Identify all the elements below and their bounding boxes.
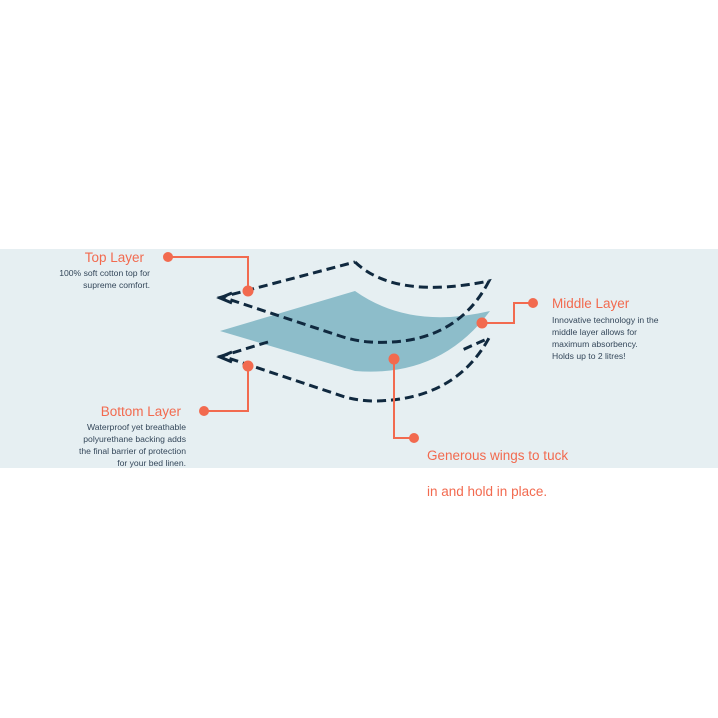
bottom-layer-desc-line: polyurethane backing adds — [83, 434, 186, 444]
middle-layer-label-dot — [528, 298, 538, 308]
wings-connector — [393, 359, 414, 439]
middle-layer-description: Innovative technology in the middle laye… — [552, 314, 659, 362]
middle-layer-desc-line: middle layer allows for — [552, 327, 638, 337]
bottom-layer-label-dot — [199, 406, 209, 416]
bottom-layer-desc-line: for your bed linen. — [117, 458, 186, 468]
bottom-layer-description: Waterproof yet breathable polyurethane b… — [79, 421, 186, 469]
wings-point-dot — [388, 353, 400, 365]
bottom-layer-point-dot — [242, 360, 254, 372]
bottom-layer-desc-line: Waterproof yet breathable — [86, 422, 186, 432]
wings-desc-line: Generous wings to tuck — [427, 448, 569, 463]
middle-layer-title: Middle Layer — [552, 296, 630, 311]
top-layer-title: Top Layer — [84, 250, 144, 265]
top-layer-point-dot — [242, 285, 254, 297]
bottom-layer-title: Bottom Layer — [100, 404, 181, 419]
bottom-layer-left-corner — [216, 350, 233, 364]
top-layer-desc-line: supreme comfort. — [83, 280, 150, 290]
wings-desc-line: in and hold in place. — [427, 484, 548, 499]
middle-layer-shape — [220, 291, 490, 372]
top-layer-outline — [216, 260, 492, 344]
middle-layer-desc-line: maximum absorbency. — [552, 339, 638, 349]
wings-label-dot — [409, 433, 419, 443]
bottom-layer-desc-line: the final barrier of protection — [78, 446, 186, 456]
middle-layer-point-dot — [476, 317, 488, 329]
top-layer-label-dot — [163, 252, 173, 262]
top-layer-left-corner — [216, 291, 233, 305]
middle-layer-desc-line: Holds up to 2 litres! — [552, 351, 626, 361]
top-layer-description: 100% soft cotton top for supreme comfort… — [59, 267, 150, 291]
top-layer-connector — [168, 256, 249, 291]
bottom-layer-connector — [204, 366, 249, 412]
middle-layer-desc-line: Innovative technology in the — [552, 315, 659, 325]
top-layer-desc-line: 100% soft cotton top for — [59, 268, 150, 278]
middle-layer-connector — [482, 302, 533, 324]
wings-description: Generous wings to tuck in and hold in pl… — [427, 429, 568, 519]
bottom-layer-outline — [217, 334, 493, 403]
